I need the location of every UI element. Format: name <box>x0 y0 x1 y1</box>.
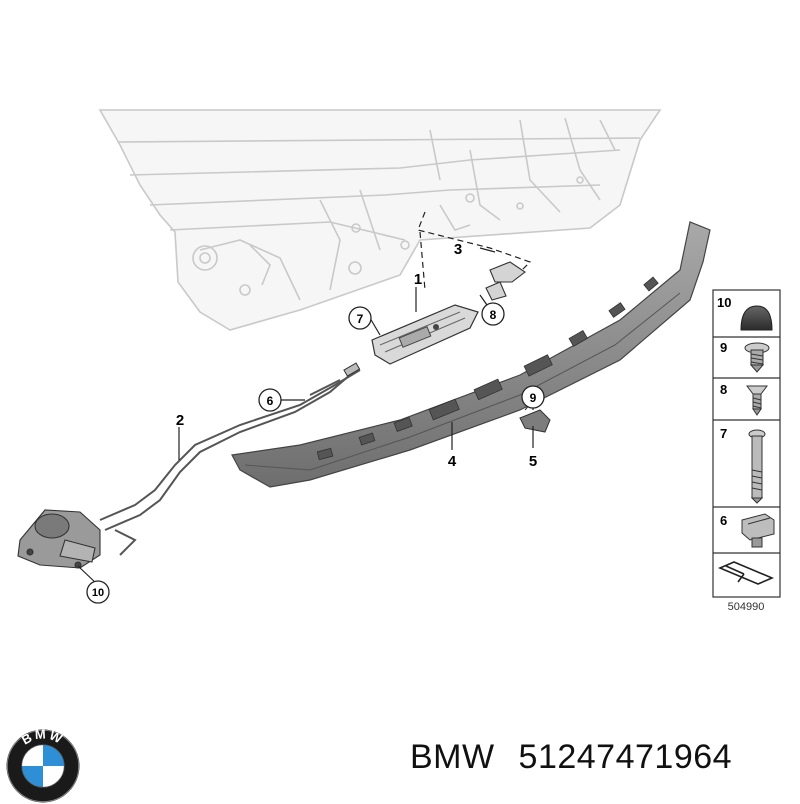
latch-motor <box>17 509 101 569</box>
callout-7: 7 <box>348 306 372 330</box>
countersunk-screw-icon <box>746 385 768 416</box>
legend-row-6: 6 <box>720 513 775 548</box>
clip-nut-icon <box>741 513 775 548</box>
svg-text:5: 5 <box>529 453 537 470</box>
callout-9: 9 <box>521 385 545 409</box>
tailgate-switch-assembly <box>371 304 479 365</box>
assembly-arrow-icon <box>717 561 775 585</box>
svg-text:10: 10 <box>92 587 104 599</box>
pan-head-screw-icon <box>744 342 770 373</box>
callout-2: 2 <box>176 412 184 429</box>
part-caption: BMW 51247471964 <box>410 738 732 777</box>
svg-text:6: 6 <box>720 513 727 528</box>
dashed-leaders <box>417 211 532 291</box>
rubber-buffer-icon <box>740 305 773 331</box>
tailgate-trim-strip <box>231 221 711 488</box>
svg-text:3: 3 <box>454 241 462 258</box>
callout-4: 4 <box>448 453 457 470</box>
legend-row-8: 8 <box>720 382 768 416</box>
callout-5: 5 <box>529 453 537 470</box>
callout-6: 6 <box>258 388 282 412</box>
harness-connector <box>343 362 361 377</box>
wiring-harness <box>99 369 361 556</box>
svg-text:10: 10 <box>717 295 731 310</box>
bmw-logo: BMW <box>6 728 80 803</box>
svg-text:6: 6 <box>267 394 274 408</box>
legend-row-7: 7 <box>720 426 766 504</box>
fastener-legend: 10 9 8 7 <box>712 289 781 613</box>
callout-8: 8 <box>481 302 505 326</box>
callout-1: 1 <box>414 271 422 288</box>
legend-row-assembly <box>717 561 775 585</box>
diagram-number: 504990 <box>728 601 765 613</box>
long-bolt-icon <box>748 429 766 504</box>
svg-text:4: 4 <box>448 453 457 470</box>
svg-text:1: 1 <box>414 271 422 288</box>
svg-text:9: 9 <box>720 340 727 355</box>
svg-text:7: 7 <box>720 426 727 441</box>
part-number: 51247471964 <box>518 738 733 776</box>
svg-text:9: 9 <box>530 391 537 405</box>
svg-text:2: 2 <box>176 412 184 429</box>
svg-text:8: 8 <box>720 382 727 397</box>
tailgate-panel <box>98 109 662 331</box>
legend-row-9: 9 <box>720 340 770 373</box>
grip-bracket <box>485 261 526 301</box>
svg-text:BMW: BMW <box>19 728 67 747</box>
callout-3: 3 <box>454 241 462 258</box>
callout-10: 10 <box>86 580 110 604</box>
svg-text:8: 8 <box>490 308 497 322</box>
legend-row-10: 10 <box>717 295 773 331</box>
brand-name: BMW <box>410 738 495 776</box>
svg-text:7: 7 <box>357 312 364 326</box>
